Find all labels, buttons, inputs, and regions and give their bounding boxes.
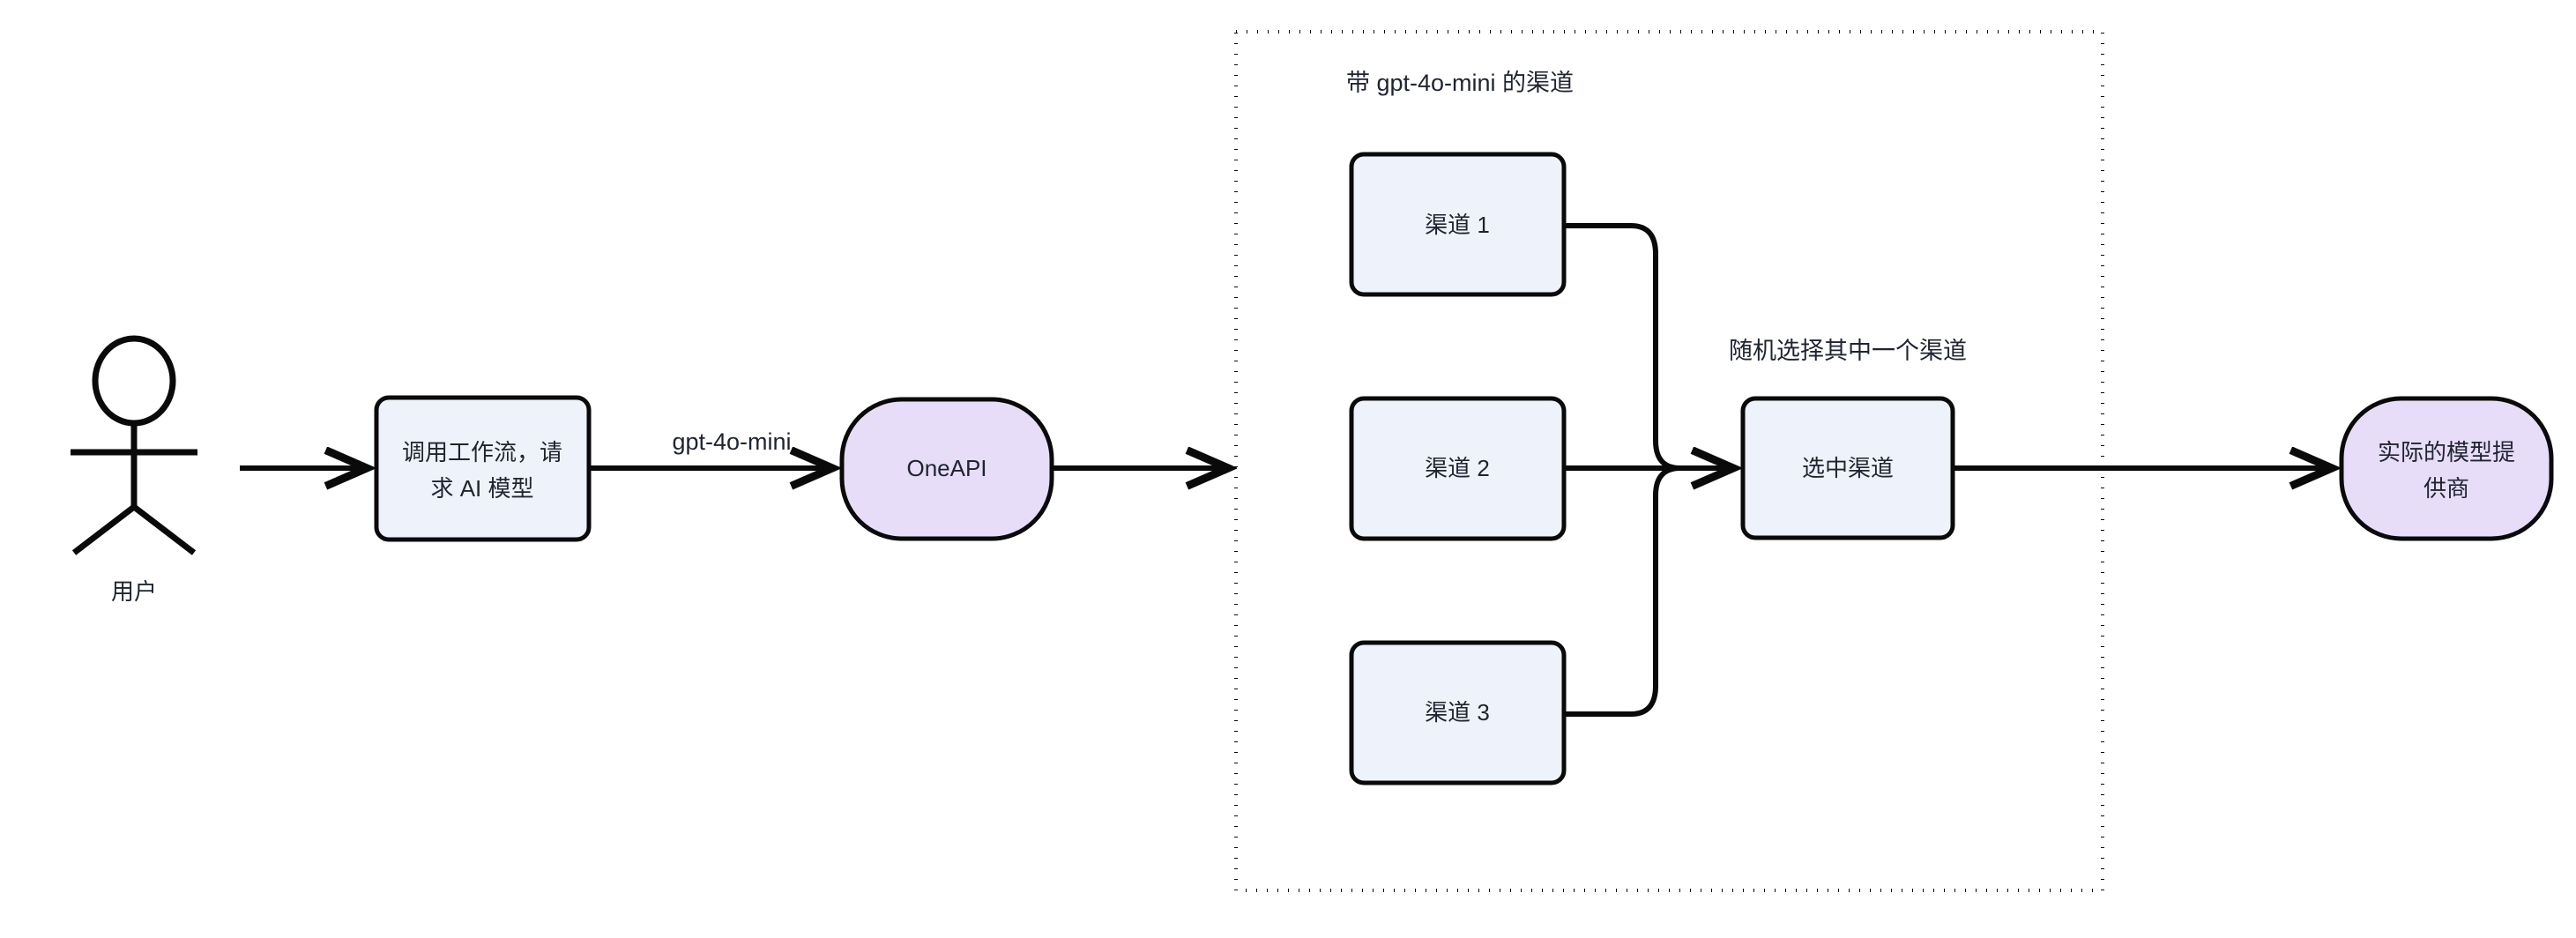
node-workflow-label-line1: 调用工作流，请 [402,439,562,465]
actor-legs-icon [71,502,197,555]
edge-channel-1-to-selected [1564,223,1732,471]
node-channel-2[interactable]: 渠道 2 [1349,396,1567,541]
node-oneapi-label: OneAPI [906,455,986,481]
node-selected-channel[interactable]: 选中渠道 [1740,396,1955,540]
node-provider-label-line1: 实际的模型提 [2378,439,2515,465]
node-channel-3-label: 渠道 3 [1425,699,1490,726]
channels-group-title: 带 gpt-4o-mini 的渠道 [1346,70,1574,96]
node-workflow-shape[interactable] [374,395,592,542]
edge-label-model-request: gpt-4o-mini [672,428,791,455]
actor-caption: 用户 [111,578,157,605]
node-channel-3[interactable]: 渠道 3 [1349,640,1567,785]
channels-group-frame [1234,30,2104,892]
node-channel-1[interactable]: 渠道 1 [1349,152,1567,297]
node-channel-2-label: 渠道 2 [1425,455,1490,481]
edge-label-random-select: 随机选择其中一个渠道 [1729,338,1967,364]
node-channel-1-label: 渠道 1 [1425,212,1490,238]
node-selected-channel-label: 选中渠道 [1802,455,1894,481]
node-provider-shape[interactable] [2339,396,2554,541]
user-actor [71,335,197,555]
node-workflow-label-line2: 求 AI 模型 [430,475,533,502]
node-workflow[interactable]: 调用工作流，请 求 AI 模型 [374,395,592,542]
actor-head-icon [92,335,176,427]
node-oneapi[interactable]: OneAPI [839,397,1054,541]
node-provider[interactable]: 实际的模型提 供商 [2339,396,2554,541]
node-provider-label-line2: 供商 [2423,475,2469,502]
edge-channel-3-to-selected [1564,465,1732,717]
